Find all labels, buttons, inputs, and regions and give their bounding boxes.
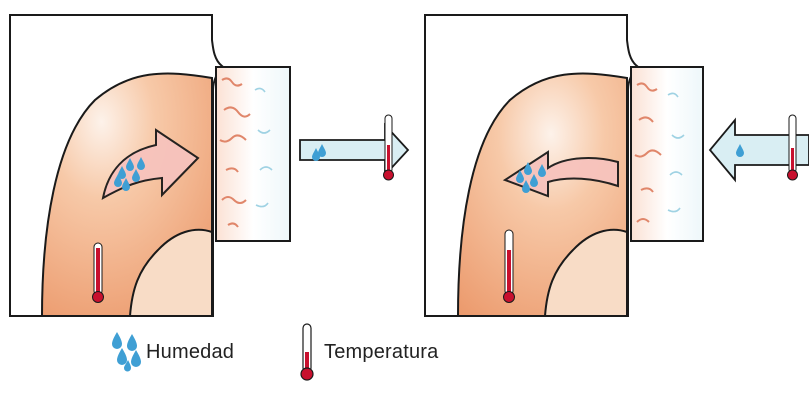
left-outer-arrow [300,115,408,180]
legend-temperature-label: Temperatura [324,341,438,364]
right-arrow-thermometer-icon [788,115,798,180]
right-panel [425,15,809,316]
legend-humidity-label: Humedad [146,341,234,364]
water-drops-icon [108,330,146,374]
right-wall-block [631,67,703,241]
legend-temperature: Temperatura [296,322,438,382]
right-outer-arrow [710,115,809,180]
left-panel [10,15,408,316]
left-arrow-thermometer-icon [384,115,394,180]
left-thermometer-icon [93,243,104,303]
legend-humidity: Humedad [108,322,234,382]
thermometer-icon [296,322,318,382]
right-thermometer-icon [504,230,515,303]
left-wall-block [216,67,290,241]
